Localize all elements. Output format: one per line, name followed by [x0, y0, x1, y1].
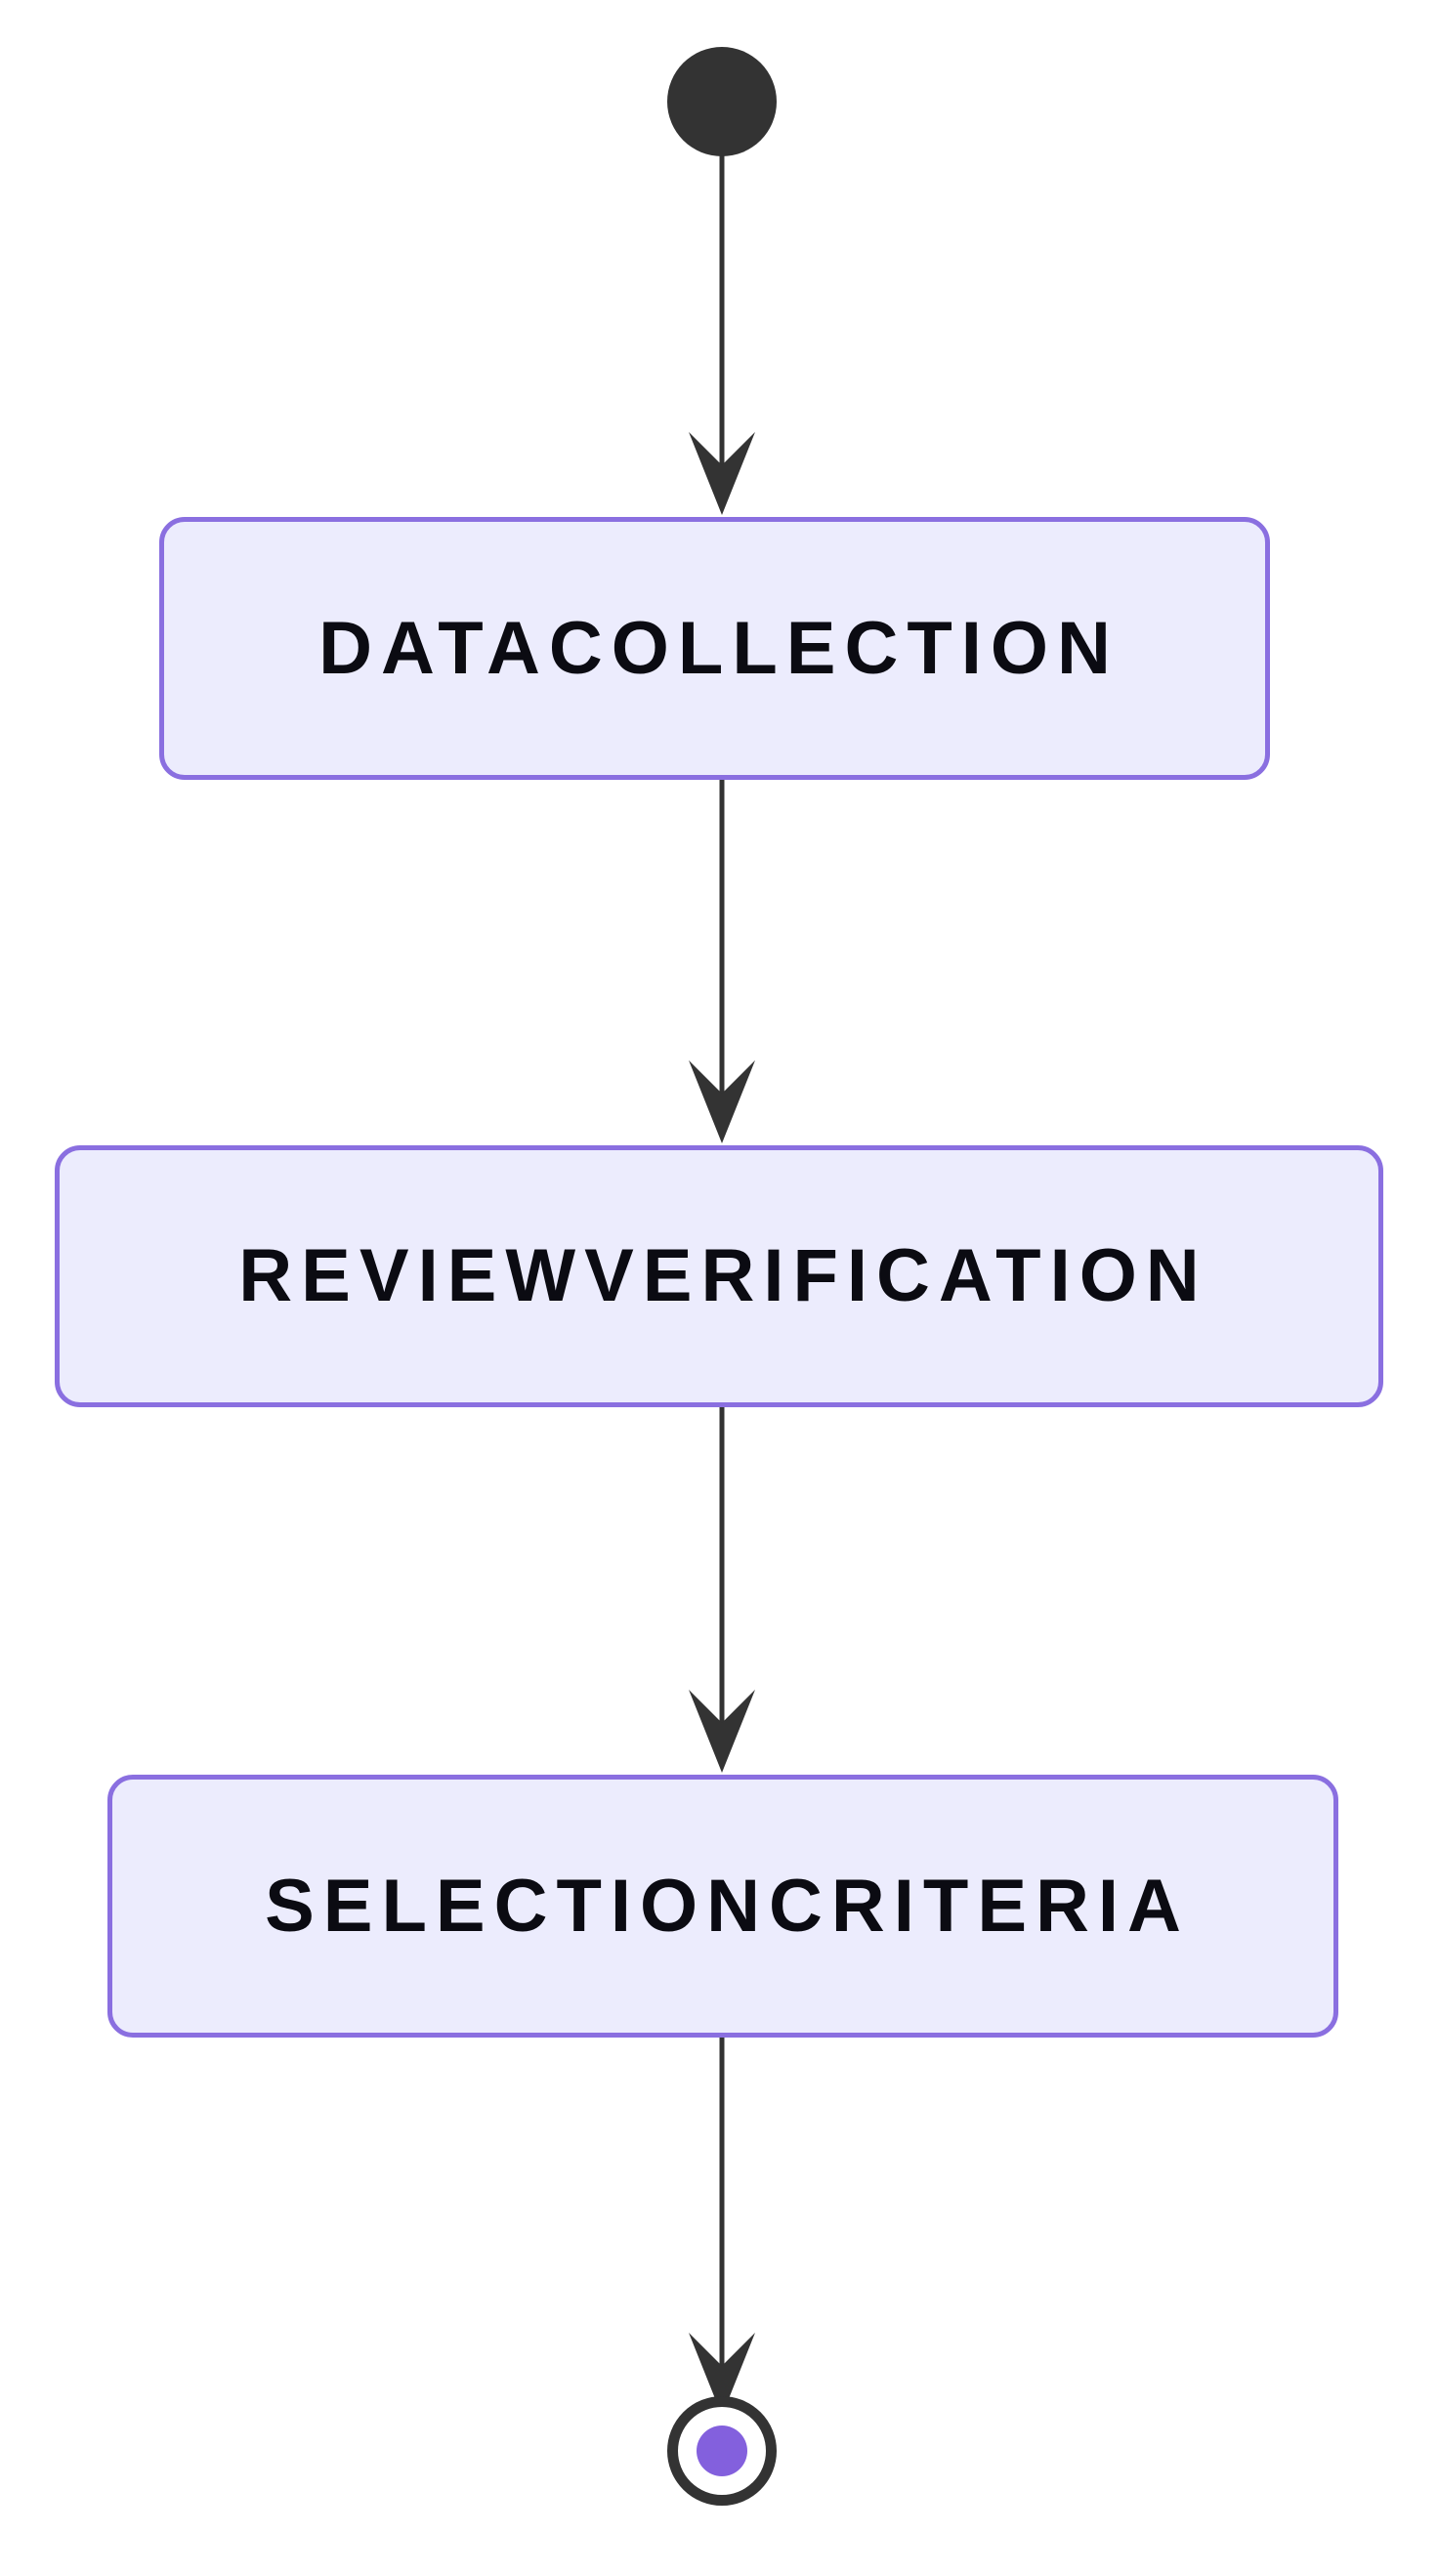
state-node-label: SELECTIONCRITERIA [265, 1864, 1190, 1948]
arrowhead-icon [689, 1690, 755, 1773]
arrowhead-icon [689, 432, 755, 515]
edge-datacollection-to-reviewverification [689, 780, 755, 1143]
edge-selectioncriteria-to-end [689, 2038, 755, 2416]
edge-reviewverification-to-selectioncriteria [689, 1407, 755, 1773]
edge-start-to-datacollection [689, 154, 755, 515]
arrowhead-icon [689, 2333, 755, 2416]
state-node-selectioncriteria[interactable]: SELECTIONCRITERIA [107, 1775, 1338, 2038]
state-node-reviewverification[interactable]: REVIEWVERIFICATION [55, 1145, 1383, 1407]
state-node-label: REVIEWVERIFICATION [238, 1234, 1208, 1317]
arrowhead-icon [689, 1060, 755, 1143]
state-node-datacollection[interactable]: DATACOLLECTION [159, 517, 1270, 780]
end-state-inner-dot [697, 2426, 747, 2476]
start-state-node[interactable] [667, 47, 777, 156]
end-state-node[interactable] [667, 2396, 777, 2506]
state-node-label: DATACOLLECTION [318, 606, 1120, 690]
